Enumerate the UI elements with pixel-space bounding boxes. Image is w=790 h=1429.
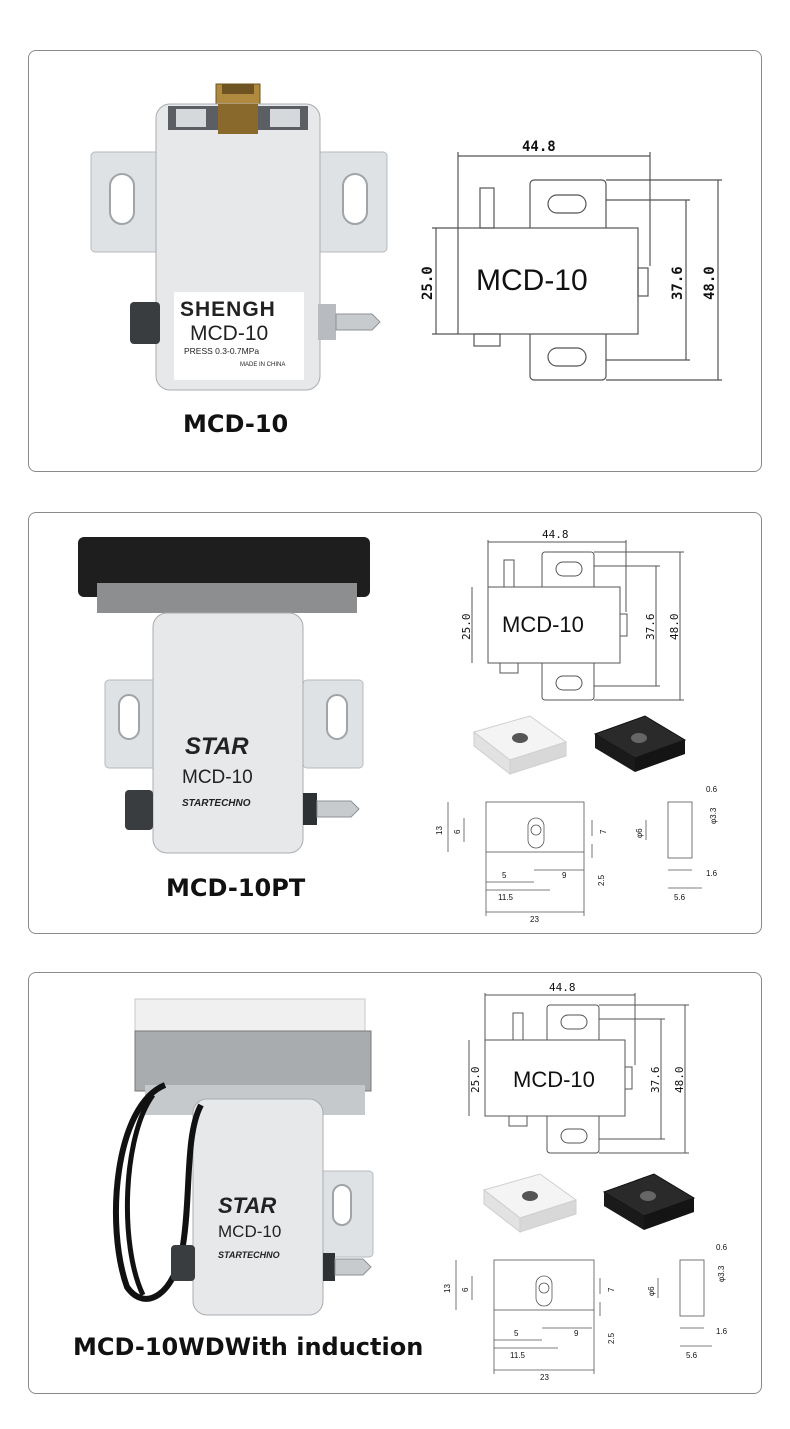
panel-caption: MCD-10WDWith induction <box>73 1333 424 1361</box>
panel-caption: MCD-10 <box>183 410 289 438</box>
dim-height: 25.0 <box>420 266 436 300</box>
product-brand: STAR <box>185 733 249 760</box>
pad-dim-5-6: 5.6 <box>686 1351 698 1360</box>
product-origin: MADE IN CHINA <box>240 362 286 368</box>
pad-dim-0-6: 0.6 <box>706 785 718 794</box>
pad-dim-13: 13 <box>443 1284 452 1293</box>
pad-dim-11-5: 11.5 <box>498 893 514 902</box>
pad-dim-13: 13 <box>435 826 444 835</box>
pad-dim-phi6: φ6 <box>635 828 644 838</box>
product-photo-mcd-10 <box>90 83 388 391</box>
dim-inner: 37.6 <box>670 266 686 300</box>
dim-height: 25.0 <box>460 614 473 641</box>
pad-dim-phi3-3: φ3.3 <box>709 807 718 824</box>
pad-dim-6: 6 <box>453 829 462 834</box>
pad-dim-23: 23 <box>540 1373 549 1382</box>
dim-outer: 48.0 <box>668 614 681 641</box>
drawing-label: MCD-10 <box>502 612 584 637</box>
pad-dim-9: 9 <box>562 871 567 880</box>
pad-dim-7: 7 <box>607 1287 616 1292</box>
dim-height: 25.0 <box>469 1067 482 1094</box>
pad-dim-phi3-3: φ3.3 <box>717 1265 726 1282</box>
product-model: MCD-10 <box>190 322 269 345</box>
drawing-label: MCD-10 <box>513 1067 595 1092</box>
pad-dim-2-5: 2.5 <box>607 1332 616 1344</box>
white-suction-pad <box>472 715 568 776</box>
dim-inner: 37.6 <box>644 614 657 641</box>
pad-dim-1-6: 1.6 <box>706 869 718 878</box>
product-panel-1 <box>28 50 762 472</box>
pad-dim-2-5: 2.5 <box>597 874 606 886</box>
product-photo-mcd-10wd <box>112 998 374 1316</box>
product-maker: STARTECHNO <box>218 1250 280 1260</box>
dim-outer: 48.0 <box>702 266 718 300</box>
product-maker: STARTECHNO <box>182 798 251 809</box>
dim-outer: 48.0 <box>673 1067 686 1094</box>
drawing-label: MCD-10 <box>476 264 588 297</box>
pad-dim-phi6: φ6 <box>647 1286 656 1296</box>
pad-dim-5: 5 <box>514 1329 519 1338</box>
pad-dim-23: 23 <box>530 915 539 924</box>
dimension-drawing: MCD-10 44.8 25.0 37.6 48.0 <box>460 528 684 701</box>
pad-dim-7: 7 <box>599 829 608 834</box>
black-suction-pad <box>593 715 687 772</box>
pad-dim-9: 9 <box>574 1329 579 1338</box>
dim-inner: 37.6 <box>649 1067 662 1094</box>
pad-dim-5: 5 <box>502 871 507 880</box>
black-suction-pad <box>602 1173 696 1230</box>
pad-dimension-drawing: 13 6 7 5 9 2.5 11.5 23 0.6 φ3.3 φ6 1.6 5… <box>443 1243 728 1382</box>
pad-dim-6: 6 <box>461 1287 470 1292</box>
dimension-drawing: MCD-10 44.8 25.0 37.6 48.0 <box>420 139 722 381</box>
product-model: MCD-10 <box>218 1222 282 1241</box>
dimension-drawing: MCD-10 44.8 25.0 37.6 48.0 <box>468 981 689 1154</box>
dim-width: 44.8 <box>522 139 556 155</box>
product-model: MCD-10 <box>182 767 253 788</box>
pad-dimension-drawing: 13 6 7 5 9 2.5 11.5 23 0.6 φ3.3 φ6 1.6 5… <box>435 785 718 924</box>
pad-dim-11-5: 11.5 <box>510 1351 526 1360</box>
product-brand: SHENGH <box>180 298 276 321</box>
dim-width: 44.8 <box>542 528 569 541</box>
product-spec: PRESS 0.3-0.7MPa <box>184 346 260 356</box>
white-suction-pad <box>482 1173 578 1234</box>
pad-dim-1-6: 1.6 <box>716 1327 728 1336</box>
panel-caption: MCD-10PT <box>166 874 306 902</box>
pad-dim-5-6: 5.6 <box>674 893 686 902</box>
product-photo-mcd-10pt <box>78 537 370 854</box>
dim-width: 44.8 <box>549 981 576 994</box>
pad-dim-0-6: 0.6 <box>716 1243 728 1252</box>
product-brand: STAR <box>218 1193 277 1218</box>
